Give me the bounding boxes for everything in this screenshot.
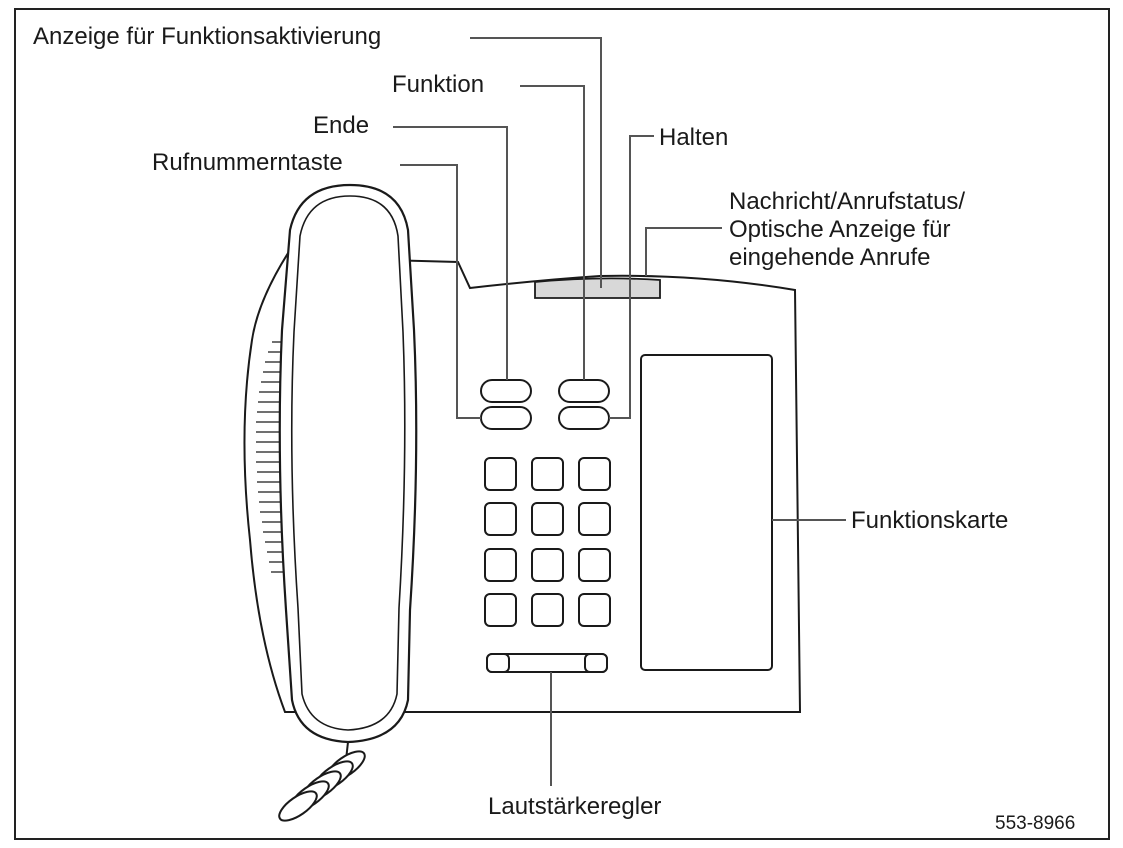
- label-feature-activation-indicator: Anzeige für Funktionsaktivierung: [33, 23, 382, 50]
- dialpad-key: [484, 548, 517, 582]
- label-message-line3: eingehende Anrufe: [729, 244, 931, 271]
- feature-key: [558, 379, 610, 403]
- label-message-line1: Nachricht/Anrufstatus/: [729, 188, 966, 215]
- dialpad-key: [484, 502, 517, 536]
- label-volume: Lautstärkeregler: [488, 793, 662, 820]
- release-key: [480, 379, 532, 403]
- dialpad-key: [484, 593, 517, 627]
- leader-feature: [520, 85, 585, 380]
- dialpad-key: [578, 457, 611, 491]
- label-redial: Rufnummerntaste: [152, 149, 343, 176]
- label-feature: Funktion: [392, 71, 485, 98]
- leader-message: [645, 227, 722, 276]
- feature-card: [640, 354, 773, 671]
- figure-id: 553-8966: [995, 813, 1076, 834]
- dialpad-key: [578, 502, 611, 536]
- dialpad-key: [531, 502, 564, 536]
- label-feature-card: Funktionskarte: [851, 507, 1009, 534]
- dialpad-key: [531, 548, 564, 582]
- hold-key: [558, 406, 610, 430]
- leader-release: [393, 126, 508, 380]
- label-hold: Halten: [659, 124, 729, 151]
- redial-key: [480, 406, 532, 430]
- label-message-line2: Optische Anzeige für: [729, 216, 951, 243]
- dialpad-key: [531, 593, 564, 627]
- coiled-cord: [278, 741, 366, 822]
- dialpad-key: [531, 457, 564, 491]
- dialpad-key: [578, 548, 611, 582]
- function-keys: [480, 379, 610, 430]
- dialpad-key: [484, 457, 517, 491]
- leader-feature-indicator: [470, 37, 602, 288]
- handset-inner-outline: [290, 195, 406, 731]
- leader-lines: [393, 37, 846, 786]
- dialpad-key: [578, 593, 611, 627]
- leader-redial: [400, 164, 481, 419]
- volume-bar: [486, 653, 608, 673]
- label-message-indicator: Nachricht/Anrufstatus/ Optische Anzeige …: [729, 188, 1049, 272]
- indicator-lamp: [534, 277, 661, 299]
- leader-hold: [609, 135, 654, 419]
- dial-pad: [484, 457, 611, 627]
- label-release: Ende: [313, 112, 370, 139]
